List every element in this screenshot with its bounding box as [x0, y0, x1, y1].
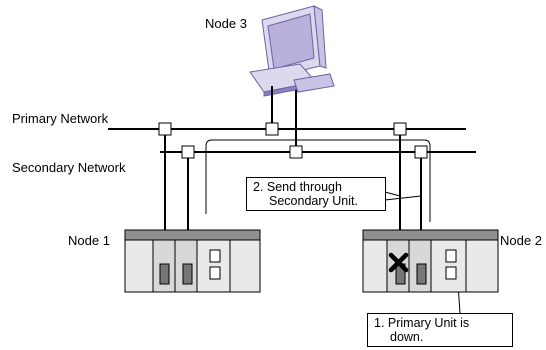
primary-down-line1: 1. Primary Unit is [374, 316, 470, 330]
send-through-line2: Secondary Unit. [269, 194, 358, 208]
secondary-network-label: Secondary Network [12, 160, 126, 175]
node2-plc [362, 229, 499, 293]
primary-node-box-1 [158, 122, 172, 136]
secondary-node-box-2 [414, 145, 428, 159]
primary-network-label: Primary Network [12, 111, 109, 126]
primary-node-box-3 [265, 122, 279, 136]
primary-down-line2: down. [390, 330, 424, 344]
routing-arrow-path [205, 139, 431, 222]
send-through-line1: 2. Send through [253, 180, 342, 194]
secondary-node-box-1 [181, 145, 195, 159]
send-through-callout: 2. Send through Secondary Unit. [246, 177, 386, 211]
node2-label: Node 2 [500, 233, 542, 248]
computer-icon [249, 5, 335, 97]
node1-plc [124, 229, 261, 293]
secondary-node-box-3 [289, 145, 303, 159]
x-mark-icon [388, 252, 409, 273]
primary-node-box-2 [393, 122, 407, 136]
node1-label: Node 1 [68, 233, 110, 248]
node3-label: Node 3 [205, 16, 247, 31]
primary-down-callout: 1. Primary Unit is down. [367, 313, 513, 347]
